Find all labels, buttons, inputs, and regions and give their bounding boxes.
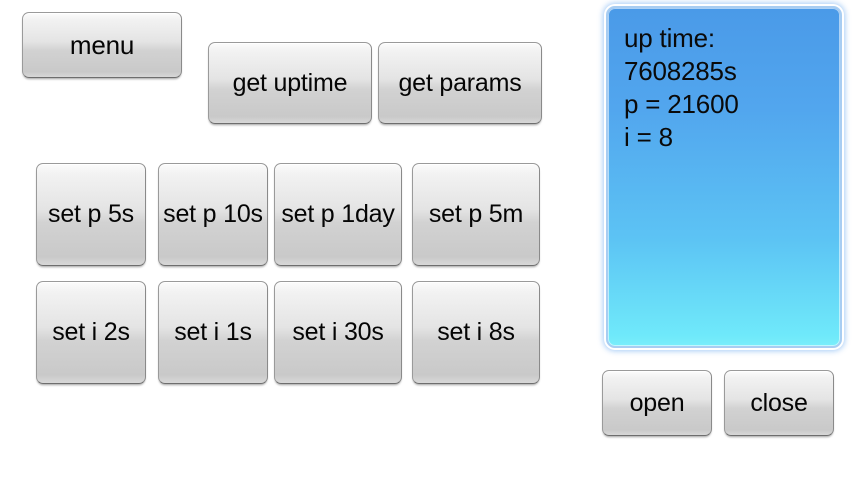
set-p-1day-button[interactable]: set p 1day <box>274 163 402 266</box>
status-output-area[interactable]: up time: 7608285s p = 21600 i = 8 <box>606 6 842 348</box>
get-uptime-button[interactable]: get uptime <box>208 42 372 124</box>
set-i-2s-button[interactable]: set i 2s <box>36 281 146 384</box>
set-i-8s-button[interactable]: set i 8s <box>412 281 540 384</box>
set-p-10s-button[interactable]: set p 10s <box>158 163 268 266</box>
set-p-5m-button[interactable]: set p 5m <box>412 163 540 266</box>
open-connection-button[interactable]: open <box>602 370 712 436</box>
set-i-1s-button[interactable]: set i 1s <box>158 281 268 384</box>
get-params-button[interactable]: get params <box>378 42 542 124</box>
menu-button[interactable]: menu <box>22 12 182 78</box>
set-i-30s-button[interactable]: set i 30s <box>274 281 402 384</box>
close-connection-button[interactable]: close <box>724 370 834 436</box>
set-p-5s-button[interactable]: set p 5s <box>36 163 146 266</box>
status-output-text: up time: 7608285s p = 21600 i = 8 <box>624 23 739 152</box>
